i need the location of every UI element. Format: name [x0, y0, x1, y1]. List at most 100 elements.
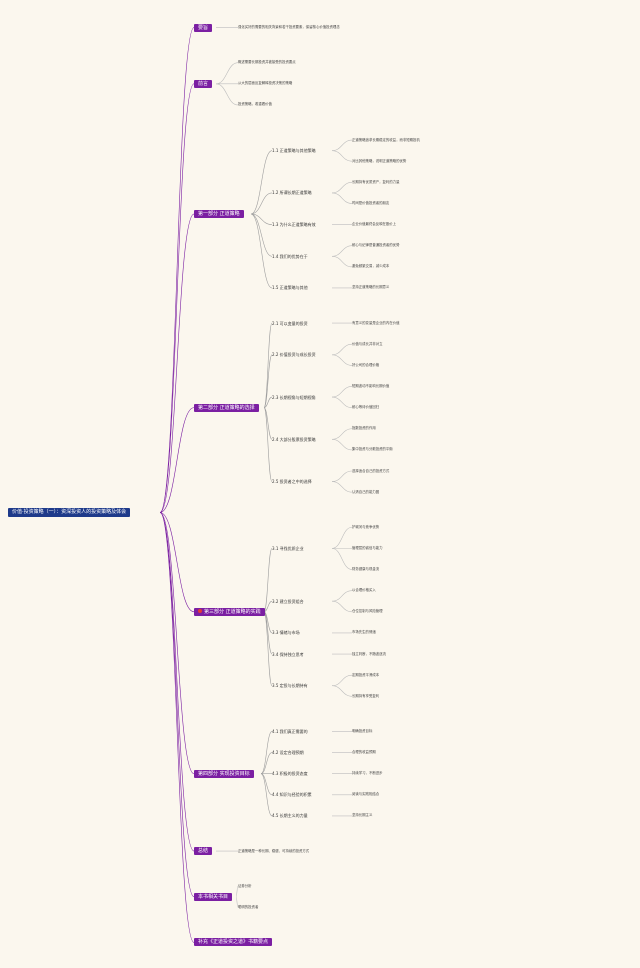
sub-topic[interactable]: 4.2 设定合理预期	[272, 750, 304, 756]
connector-line	[250, 213, 273, 225]
leaf-note: 阅读与实践相结合	[352, 792, 380, 797]
branch-label: 本书相关书目	[198, 893, 229, 900]
connector-line	[235, 896, 239, 908]
connector-line	[263, 396, 273, 408]
connector-line	[331, 526, 353, 549]
branch-label: 第一部分 正道策略	[198, 211, 240, 218]
sub-topic[interactable]: 3.2 建立投资组合	[272, 598, 304, 604]
connector-line	[331, 548, 353, 570]
sub-topic[interactable]: 4.4 知识与经验的积累	[272, 792, 312, 798]
branch-7[interactable]: 本书相关书目	[194, 892, 233, 901]
sub-topic[interactable]: 4.5 长期主义的力量	[272, 813, 308, 819]
sub-topic[interactable]: 2.1 可以变量的投资	[272, 320, 308, 326]
sub-topic[interactable]: 2.4 大部分股票投资策略	[272, 436, 316, 442]
connector-line	[331, 428, 353, 440]
sub-topic[interactable]: 3.5 定投与长期持有	[272, 683, 308, 689]
leaf-note: 定期投资平滑成本	[352, 672, 380, 677]
branch-label: 第三部分 正道策略的实践	[204, 608, 261, 615]
leaf-note: 护城河与竞争优势	[352, 524, 380, 529]
connector-line	[331, 182, 353, 194]
sub-topic[interactable]: 4.3 积极的投资态度	[272, 771, 308, 777]
sub-topic[interactable]: 1.5 正道策略与其他	[272, 285, 308, 291]
leaf-note: 坚持长期主义	[352, 813, 373, 818]
leaf-note: 仓位控制与风险管理	[352, 609, 383, 614]
branch-label: 第二部分 正道策略的选择	[198, 404, 255, 411]
connector-line	[331, 590, 353, 602]
leaf-note: 投资策略，着重看价值	[238, 102, 272, 107]
connector-line	[331, 255, 353, 268]
connector-line	[250, 192, 273, 215]
leaf-note: 管理层的诚信与能力	[352, 545, 383, 550]
branch-2[interactable]: 第一部分 正道策略	[194, 210, 244, 219]
leaf-note: 价值与成长并非对立	[352, 341, 383, 346]
connector-line	[331, 354, 353, 366]
sub-topic[interactable]: 3.4 保持独立思考	[272, 651, 304, 657]
connector-line	[331, 685, 353, 697]
connector-line	[159, 512, 195, 852]
branch-3[interactable]: 第二部分 正道策略的选择	[194, 403, 259, 412]
sub-topic[interactable]: 2.3 长期视角与短期视角	[272, 394, 316, 400]
leaf-note: 长期持有优质资产，复利的力量	[352, 179, 400, 184]
leaf-note: 坚持正道策略的长期意义	[352, 285, 390, 290]
connector-line	[331, 470, 353, 482]
connector-line	[235, 885, 239, 898]
connector-line	[331, 396, 353, 408]
connector-line	[331, 139, 353, 151]
connector-line	[331, 674, 353, 687]
sub-topic[interactable]: 4.1 我们真正需要的	[272, 728, 308, 734]
sub-topic[interactable]: 1.1 正道策略与其他策略	[272, 148, 316, 154]
leaf-note: 耐心等待价值回归	[352, 405, 380, 410]
leaf-note: 合理的收益预期	[352, 750, 376, 755]
branch-label: 前言	[198, 80, 209, 87]
connector-line	[215, 62, 239, 85]
connector-line	[250, 150, 273, 215]
connector-line	[159, 512, 195, 774]
branch-6[interactable]: 总结	[194, 847, 213, 856]
sub-topic[interactable]: 1.2 所谓长期正道策略	[272, 190, 312, 196]
connector-line	[263, 354, 273, 408]
branch-0[interactable]: 要旨	[194, 23, 213, 32]
branch-8[interactable]: 补充《正道投资之道》书籍要点	[194, 938, 273, 947]
branch-label: 补充《正道投资之道》书籍要点	[198, 939, 269, 946]
leaf-note: 集中投资与分散投资的平衡	[352, 447, 393, 452]
sub-topic[interactable]: 1.3 为什么正道策略有效	[272, 222, 316, 228]
leaf-note: 概述需要长期投资并被接受的投资要点	[238, 60, 296, 65]
leaf-note: 证券分析	[238, 883, 252, 888]
leaf-note: 短期波动不影响长期价值	[352, 383, 390, 388]
leaf-note: 从大的层面反复解释投资决策的策略	[238, 81, 293, 86]
sub-topic[interactable]: 2.2 价值投资与成长投资	[272, 352, 316, 358]
sub-topic[interactable]: 1.4 我们的优势在于	[272, 253, 308, 259]
leaf-note: 企业价值最终会反映在股价上	[352, 222, 397, 227]
leaf-note: 聪明的投资者	[238, 904, 259, 909]
sub-topic[interactable]: 3.3 情绪与市场	[272, 630, 300, 636]
connector-line	[260, 731, 273, 774]
connector-line	[159, 83, 195, 513]
connector-line	[263, 407, 273, 482]
connector-line	[331, 192, 353, 204]
branch-label: 第四部分 实现投资目标	[198, 770, 250, 777]
branch-4[interactable]: 第三部分 正道策略的实践	[194, 607, 265, 616]
connector-line	[159, 512, 195, 613]
sub-topic[interactable]: 2.5 投资者之中的选择	[272, 479, 312, 485]
connector-line	[331, 600, 353, 613]
connector-line	[159, 407, 195, 513]
sub-topic[interactable]: 3.1 寻找优质企业	[272, 545, 304, 551]
leaf-note: 市场先生的情绪	[352, 630, 376, 635]
connector-line	[260, 752, 273, 774]
leaf-note: 耐心与纪律是普通投资者的优势	[352, 243, 400, 248]
root-topic: 价值·投资策略（一）：资深投资人的投资策略及体会	[8, 508, 131, 517]
connector-line	[263, 407, 273, 440]
branch-label: 总结	[198, 848, 209, 855]
branch-5[interactable]: 第四部分 实现投资目标	[194, 769, 254, 778]
branch-1[interactable]: 前言	[194, 79, 213, 88]
leaf-note: 有意义的变量是企业的内在价值	[352, 320, 400, 325]
leaf-note: 避免频繁交易，减少成本	[352, 264, 390, 269]
connector-line	[331, 439, 353, 451]
connector-line	[159, 213, 195, 513]
connector-line	[250, 213, 273, 289]
connector-line	[159, 512, 195, 943]
connector-line	[263, 600, 273, 613]
leaf-note: 认清自己的能力圈	[352, 489, 380, 494]
connector-line	[260, 773, 273, 796]
